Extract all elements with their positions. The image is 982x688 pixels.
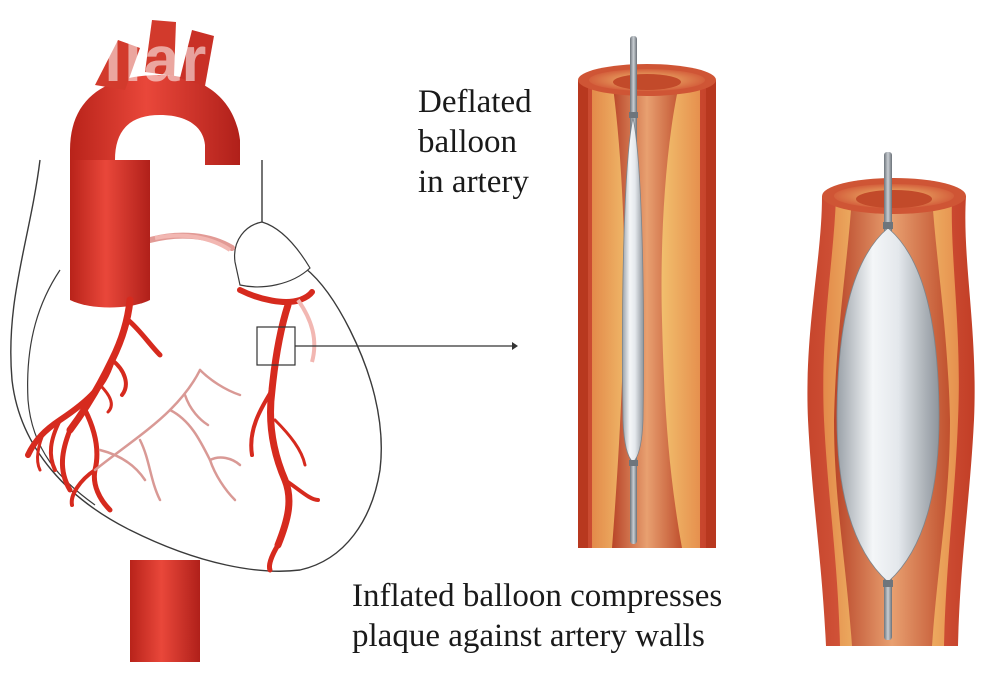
inflated-balloon-label: Inflated balloon compresses plaque again… [352, 576, 722, 656]
deflated-label-line-2: balloon [418, 124, 517, 160]
minor-vessels [93, 368, 242, 502]
atrium-outline [234, 221, 311, 288]
heart-outline [10, 159, 382, 572]
deflated-artery [578, 36, 716, 548]
aorta-branch-2 [145, 20, 176, 76]
aorta-branch-1 [95, 40, 140, 90]
deflated-label-line-1: Deflated [418, 84, 532, 120]
descending-aorta [130, 560, 200, 662]
deflated-balloon-label: Deflated balloon in artery [418, 82, 532, 202]
ascending-aorta [70, 160, 150, 308]
inflated-artery [807, 152, 975, 646]
watermark-logo: dollar [22, 23, 209, 95]
inflated-label-line-1: Inflated balloon compresses [352, 578, 723, 614]
pointer-arrowhead [512, 342, 518, 350]
aorta-branch-3 [180, 30, 214, 86]
coronary-ring [296, 298, 317, 363]
heart-illustration [10, 20, 518, 662]
inflated-label-line-2: plaque against artery walls [352, 618, 705, 654]
deflated-label-line-3: in artery [418, 164, 529, 200]
pulmonary-curve [154, 233, 232, 252]
